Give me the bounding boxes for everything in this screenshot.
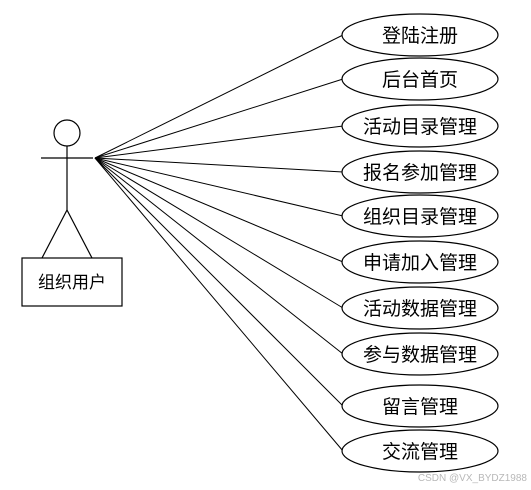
actor-left-leg [41,209,68,259]
use-case-label: 留言管理 [382,396,458,418]
association-line [94,157,344,309]
use-case: 申请加入管理 [341,240,499,284]
use-case-label: 后台首页 [382,69,458,91]
actor-head [53,119,81,147]
use-case-label: 申请加入管理 [363,252,477,274]
association-line [94,157,344,217]
use-case-label: 登陆注册 [382,25,458,47]
actor-figure [41,119,93,259]
watermark-text: CSDN @VX_BYDZ1988 [417,473,527,484]
use-case: 活动目录管理 [341,104,499,148]
association-line [94,34,344,159]
use-case-group: 登陆注册后台首页活动目录管理报名参加管理组织目录管理申请加入管理活动数据管理参与… [341,13,499,473]
actor-right-leg [66,209,93,259]
use-case-label: 参与数据管理 [363,344,477,366]
use-case-ellipse [341,57,499,101]
association-line [94,157,344,173]
use-case: 留言管理 [341,384,499,428]
use-case: 登陆注册 [341,13,499,57]
association-line [94,157,344,355]
association-lines [94,34,344,452]
use-case-ellipse [341,13,499,57]
use-case: 活动数据管理 [341,286,499,330]
association-line [94,157,344,263]
association-line [94,157,344,407]
actor-label-box: 组织用户 [21,257,123,307]
use-case-ellipse [341,332,499,376]
association-line [94,125,344,159]
use-case-label: 交流管理 [382,441,458,463]
use-case: 后台首页 [341,57,499,101]
use-case-ellipse [341,194,499,238]
use-case-label: 活动数据管理 [363,298,477,320]
use-case-label: 报名参加管理 [363,162,477,184]
use-case-label: 组织目录管理 [363,206,477,228]
use-case: 参与数据管理 [341,332,499,376]
use-case-ellipse [341,384,499,428]
association-line [94,78,344,159]
use-case-ellipse [341,150,499,194]
use-case-ellipse [341,240,499,284]
use-case: 交流管理 [341,429,499,473]
use-case-label: 活动目录管理 [363,116,477,138]
association-line [94,157,344,452]
use-case: 报名参加管理 [341,150,499,194]
use-case-ellipse [341,286,499,330]
actor-label: 组织用户 [38,273,106,293]
use-case-ellipse [341,429,499,473]
use-case: 组织目录管理 [341,194,499,238]
use-case-ellipse [341,104,499,148]
